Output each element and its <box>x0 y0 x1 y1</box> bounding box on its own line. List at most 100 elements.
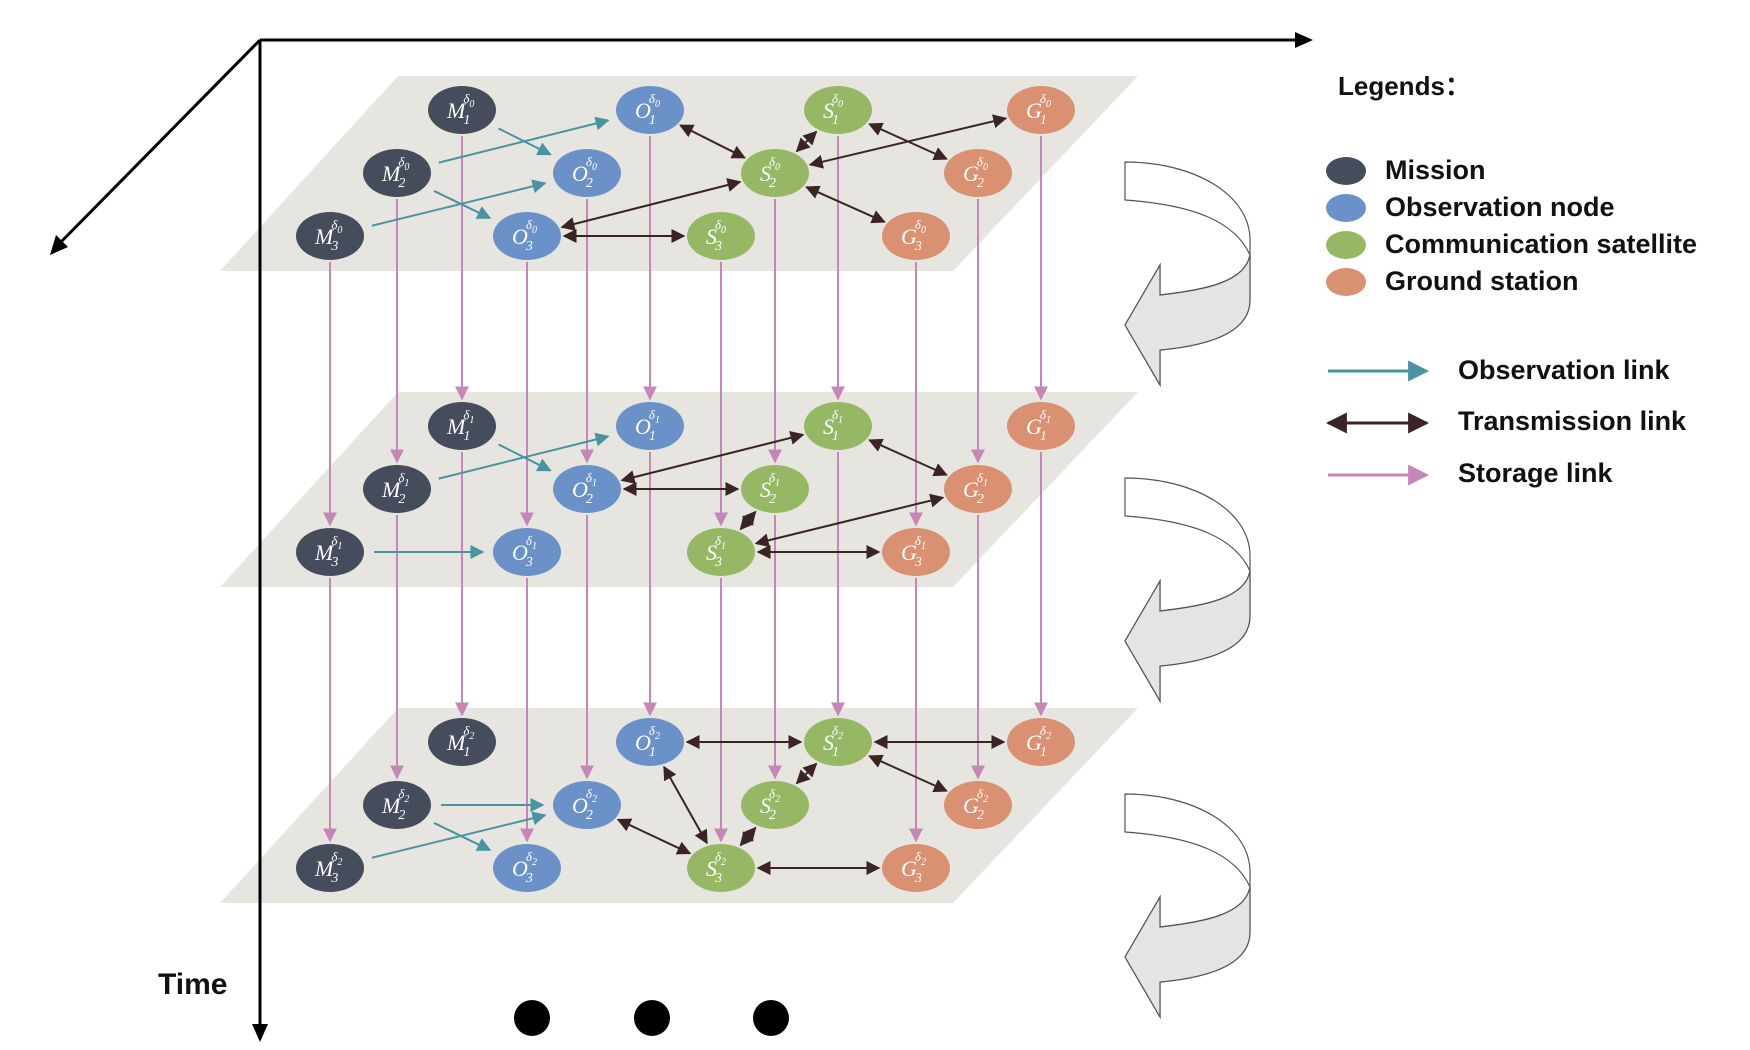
node-ellipse <box>804 402 872 450</box>
continuation-dot-0 <box>514 1000 550 1036</box>
transmission-link-S2-S3-1 <box>739 510 757 531</box>
node-label: M1δ2 <box>446 723 474 760</box>
transmission-link-S1-S2-2 <box>795 762 818 785</box>
node-M2-t1: M2δ1 <box>363 465 431 513</box>
node-ellipse <box>1007 402 1075 450</box>
node-label: M2δ0 <box>381 154 409 191</box>
node-M2-t0: M2δ0 <box>363 149 431 197</box>
node-M1-t0: M1δ0 <box>428 86 496 134</box>
node-ellipse <box>741 781 809 829</box>
node-ellipse <box>616 402 684 450</box>
node-label: S1δ0 <box>823 91 843 128</box>
node-label: M1δ1 <box>446 407 474 444</box>
node-O3-t0: O3δ0 <box>493 212 561 260</box>
node-ellipse <box>553 465 621 513</box>
legend-swatch-node-3 <box>1326 268 1366 296</box>
node-ellipse <box>687 528 755 576</box>
node-label: G2δ1 <box>963 470 988 507</box>
node-ellipse <box>687 212 755 260</box>
node-O2-t2: O2δ2 <box>553 781 621 829</box>
node-ellipse <box>882 528 950 576</box>
node-label: M2δ2 <box>381 786 409 823</box>
node-S1-t2: S1δ2 <box>804 718 872 766</box>
y-axis-diagonal <box>56 38 262 247</box>
legend-label-mission: Mission <box>1385 155 1486 185</box>
node-M2-t2: M2δ2 <box>363 781 431 829</box>
observation-link-M2-O1-1 <box>438 432 610 480</box>
node-label: S2δ0 <box>760 154 780 191</box>
node-G1-t2: G1δ2 <box>1007 718 1075 766</box>
transmission-link-S1-G2-2 <box>868 754 948 793</box>
legend-label-observation-link: Observation link <box>1458 355 1670 385</box>
node-S2-t1: S2δ1 <box>741 465 809 513</box>
transmission-link-O1-S3-2 <box>663 765 708 845</box>
node-ellipse <box>493 844 561 892</box>
node-M3-t0: M3δ0 <box>296 212 364 260</box>
node-label: M3δ0 <box>314 217 342 254</box>
node-O1-t0: O1δ0 <box>616 86 684 134</box>
node-ellipse <box>428 402 496 450</box>
node-G2-t1: G2δ1 <box>944 465 1012 513</box>
continuation-dot-2 <box>753 1000 789 1036</box>
legend-swatch-node-0 <box>1326 157 1366 185</box>
rotation-arrow-head-1 <box>1124 570 1251 704</box>
node-ellipse <box>616 718 684 766</box>
node-O1-t2: O1δ2 <box>616 718 684 766</box>
node-label: M2δ1 <box>381 470 409 507</box>
legend-label-storage-link: Storage link <box>1458 458 1613 488</box>
observation-link-M3-O2-2 <box>371 811 547 859</box>
node-label: S3δ0 <box>706 217 726 254</box>
rotation-arrow-head-2 <box>1124 886 1251 1020</box>
node-label: G3δ1 <box>901 533 926 570</box>
legend-swatches <box>1325 157 1430 486</box>
rotation-arrows <box>1124 161 1251 1020</box>
node-ellipse <box>1007 718 1075 766</box>
transmission-link-S3-G2-1 <box>754 493 945 548</box>
node-label: O1δ0 <box>635 91 660 128</box>
node-ellipse <box>944 781 1012 829</box>
node-ellipse <box>1007 86 1075 134</box>
node-G2-t2: G2δ2 <box>944 781 1012 829</box>
node-ellipse <box>553 781 621 829</box>
transmission-links <box>560 114 1008 875</box>
node-G3-t2: G3δ2 <box>882 844 950 892</box>
transmission-link-S2-O3-0 <box>560 178 742 231</box>
node-label: G3δ0 <box>901 217 926 254</box>
node-G2-t0: G2δ0 <box>944 149 1012 197</box>
observation-links <box>371 116 610 859</box>
observation-link-M3-O2-0 <box>371 179 547 227</box>
node-ellipse <box>741 465 809 513</box>
node-label: O1δ1 <box>635 407 660 444</box>
continuation-dots <box>514 1000 789 1036</box>
x-axis-arrowhead <box>1295 32 1313 48</box>
node-ellipse <box>553 149 621 197</box>
node-O2-t1: O2δ1 <box>553 465 621 513</box>
node-S2-t0: S2δ0 <box>741 149 809 197</box>
node-S3-t0: S3δ0 <box>687 212 755 260</box>
node-label: M1δ0 <box>446 91 474 128</box>
node-label: S1δ2 <box>823 723 843 760</box>
legend-label-ground-station: Ground station <box>1385 266 1579 296</box>
node-G3-t1: G3δ1 <box>882 528 950 576</box>
legend-title: Legends： <box>1338 71 1471 101</box>
node-ellipse <box>493 212 561 260</box>
node-label: G1δ1 <box>1026 407 1051 444</box>
node-O1-t1: O1δ1 <box>616 402 684 450</box>
node-S3-t2: S3δ2 <box>687 844 755 892</box>
observation-link-M2-O1-0 <box>438 116 610 164</box>
node-label: O3δ2 <box>512 849 537 886</box>
y-axis-diagonal-arrowhead <box>50 235 68 255</box>
node-label: O2δ1 <box>572 470 597 507</box>
transmission-link-O2-S3-2 <box>616 818 692 855</box>
axes <box>50 32 1313 1042</box>
node-ellipse <box>428 86 496 134</box>
transmission-link-S2-G3-0 <box>805 185 886 224</box>
transmission-link-S2-S3-2 <box>739 826 757 847</box>
node-ellipse <box>687 844 755 892</box>
node-ellipse <box>741 149 809 197</box>
node-ellipse <box>882 844 950 892</box>
transmission-link-O1-S2-0 <box>679 124 746 159</box>
time-axis-arrowhead <box>252 1024 268 1042</box>
node-ellipse <box>363 781 431 829</box>
